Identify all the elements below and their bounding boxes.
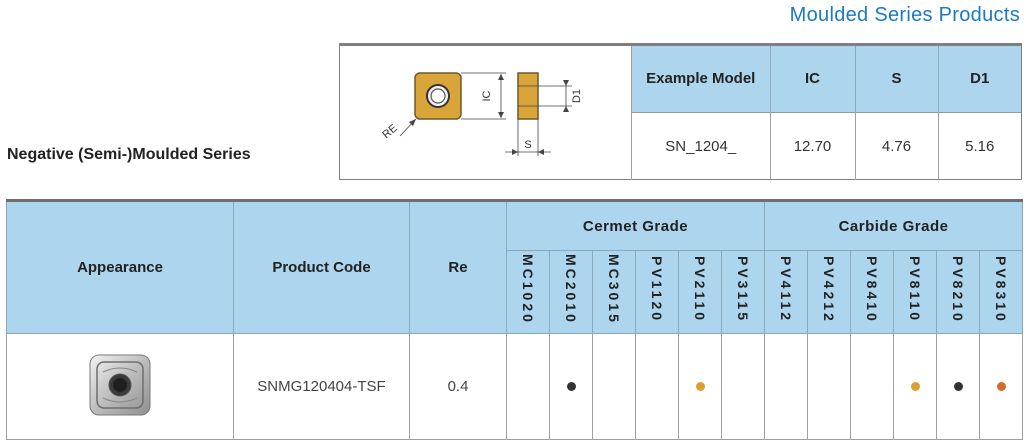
table-row: SNMG120404-TSF 0.4 [6,333,1024,440]
header-product-code: Product Code [233,200,410,334]
grade-cell [678,333,722,440]
header-re: Re [409,200,507,334]
spec-header-model: Example Model [632,46,771,113]
grade-pv4212: PV4212 [807,250,851,334]
re-label: RE [380,122,399,141]
insert-side-view [517,72,539,120]
spec-value-model: SN_1204_ [632,112,771,180]
grade-pv8310: PV8310 [978,250,1024,334]
grade-cell [978,333,1024,440]
spec-value-row: SN_1204_ 12.70 4.76 5.16 [632,112,1021,180]
grade-pv8110: PV8110 [893,250,937,334]
header-cermet-grade: Cermet Grade [506,200,765,251]
spec-table: Example Model IC S D1 SN_1204_ 12.70 4.7… [632,46,1021,180]
grade-dot-black [953,382,963,391]
spec-value-d1: 5.16 [965,137,995,155]
product-code-cell: SNMG120404-TSF [233,333,410,440]
grade-pv1120: PV1120 [635,250,679,334]
grade-cell [764,333,808,440]
grade-cell [893,333,937,440]
grade-cell [936,333,980,440]
group-header-row: Appearance Product Code Re Cermet Grade … [6,200,1024,334]
grade-cell [850,333,894,440]
series-subtitle: Negative (Semi-)Moulded Series [7,146,251,163]
grade-dot-black [566,382,576,391]
grade-header-row: MC1020 MC2010 MC3015 PV1120 PV2110 PV311… [7,250,1024,334]
header-appearance: Appearance [6,200,234,334]
spec-block: IC RE D1 S Example Mod [339,43,1022,180]
spec-header-ic: IC [770,46,856,113]
grade-dot-gold [695,382,705,391]
product-table: Appearance Product Code Re Cermet Grade … [6,199,1024,440]
spec-header-row: Example Model IC S D1 [632,46,1021,113]
series-title: Moulded Series Products [789,4,1020,26]
grade-pv3115: PV3115 [721,250,765,334]
insert-diagram-svg: IC RE D1 S [380,72,583,156]
d1-label: D1 [571,89,583,103]
grade-mc2010: MC2010 [549,250,593,334]
grade-dot-orange [996,382,1006,391]
spec-value-s: 4.76 [855,112,939,180]
grade-cell [807,333,851,440]
spec-header-s: S [855,46,939,113]
grade-cell [635,333,679,440]
spec-value-ic: 12.70 [770,112,856,180]
grade-pv8210: PV8210 [936,250,980,334]
grade-cell [506,333,550,440]
grade-pv8410: PV8410 [850,250,894,334]
ic-label: IC [481,90,493,101]
re-cell: 0.4 [409,333,507,440]
insert-dimension-diagram: IC RE D1 S [340,46,632,180]
appearance-cell [6,333,234,440]
header-carbide-grade: Carbide Grade [763,200,1024,251]
grade-pv2110: PV2110 [678,250,722,334]
spec-header-d1: D1 [938,46,1021,113]
grade-cell [592,333,636,440]
grade-cell [549,333,593,440]
insert-photo [89,354,151,415]
grade-mc3015: MC3015 [592,250,636,334]
grade-pv4112: PV4112 [764,250,808,334]
grade-dot-gold [910,382,920,391]
s-label: S [524,139,531,151]
grade-mc1020: MC1020 [506,250,550,334]
grade-cell [721,333,765,440]
